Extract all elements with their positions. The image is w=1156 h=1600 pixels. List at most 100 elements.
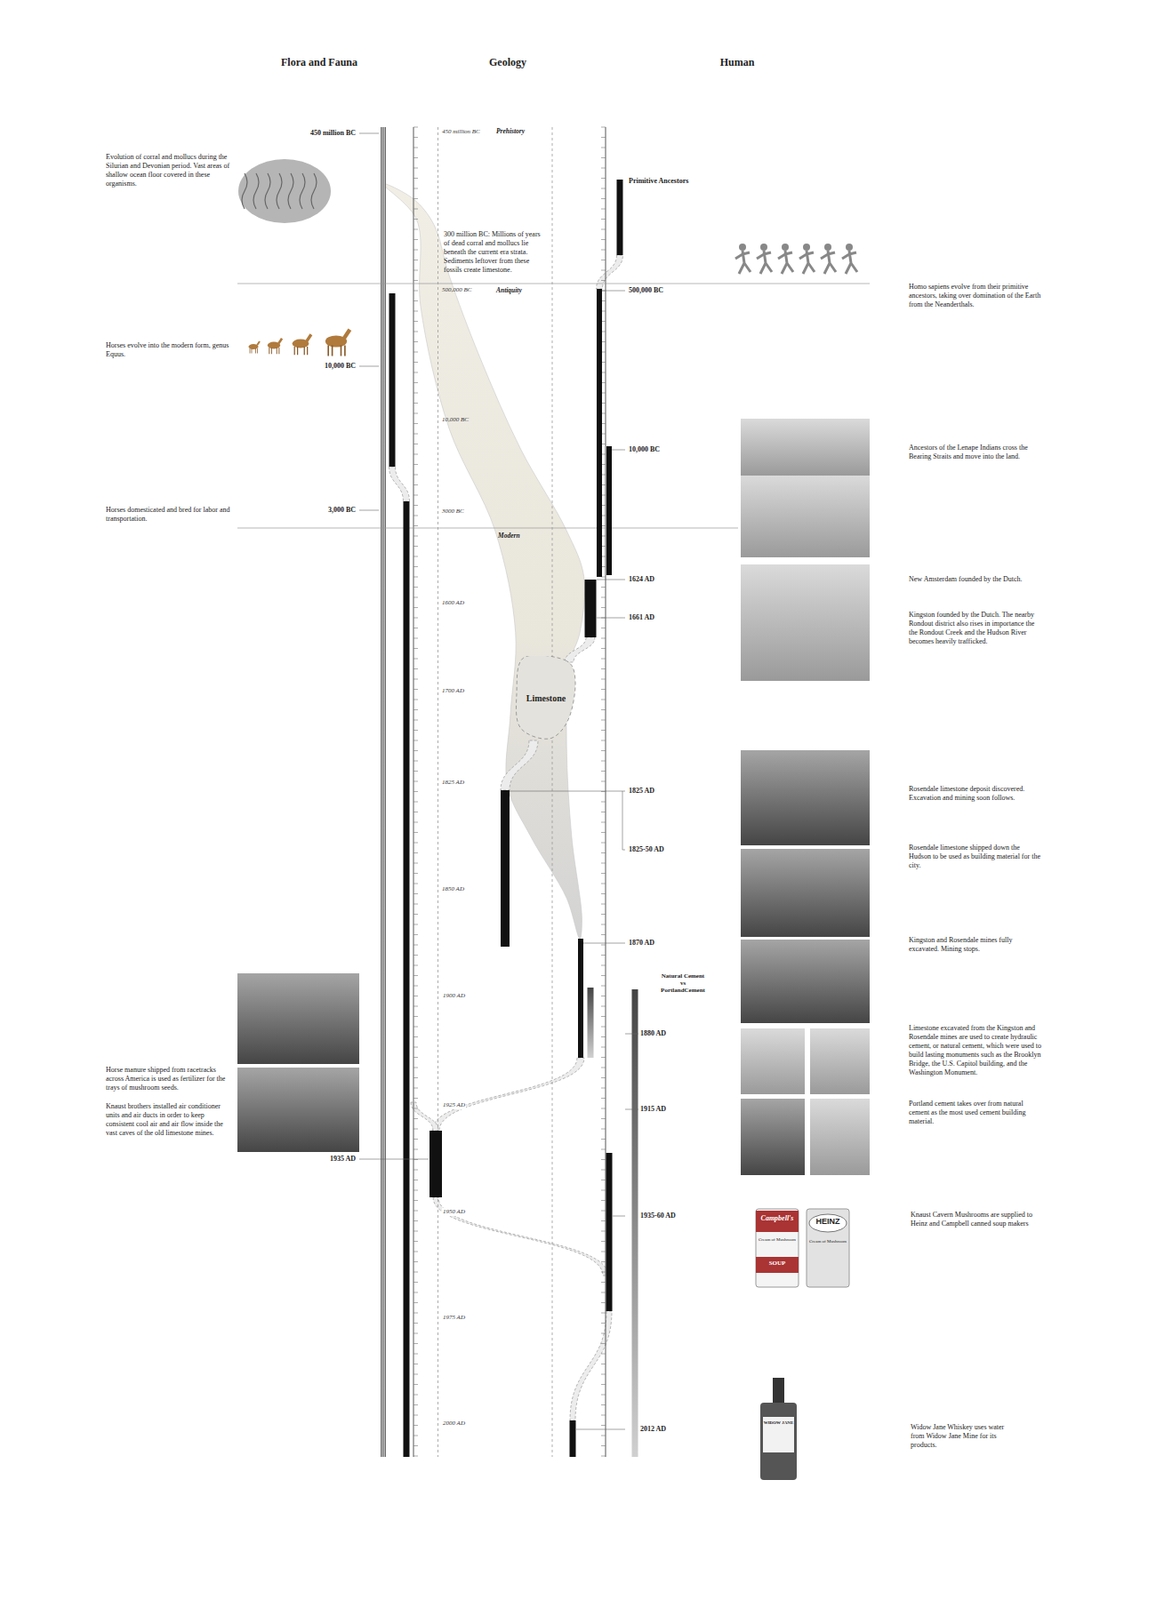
tick-mark bbox=[413, 965, 418, 967]
event-note: Rosendale limestone shipped down the Hud… bbox=[908, 843, 1043, 871]
tick-mark bbox=[413, 259, 418, 261]
whiskey-bottle bbox=[762, 1417, 795, 1454]
tick-mark bbox=[413, 1118, 418, 1120]
tick-mark bbox=[601, 934, 606, 936]
tick-mark bbox=[601, 842, 606, 844]
tick-mark bbox=[413, 311, 418, 313]
ancestor-picture bbox=[799, 250, 815, 274]
date-label: 1825-50 AD bbox=[628, 845, 665, 855]
axis-label: 10,000 BC bbox=[441, 416, 469, 425]
textured-bar bbox=[380, 127, 386, 1458]
timeline-bar bbox=[403, 501, 410, 1458]
tick-mark bbox=[601, 1211, 606, 1213]
tick-mark bbox=[413, 515, 418, 517]
coral-ridge bbox=[264, 173, 271, 209]
tick-mark bbox=[413, 607, 418, 609]
tick-mark bbox=[601, 249, 606, 251]
tick-mark bbox=[413, 699, 418, 701]
tick-mark bbox=[413, 1180, 418, 1181]
tick-mark bbox=[413, 505, 418, 506]
tick-mark bbox=[601, 1077, 606, 1079]
tick-mark bbox=[413, 924, 418, 926]
tick-mark bbox=[413, 443, 418, 445]
tick-mark bbox=[413, 566, 418, 568]
tick-mark bbox=[601, 679, 606, 681]
tick-mark bbox=[601, 1170, 606, 1172]
horse-picture bbox=[304, 346, 306, 355]
timeline-bar bbox=[596, 289, 603, 578]
column-heading: Flora and Fauna bbox=[248, 56, 391, 70]
photo bbox=[740, 564, 870, 682]
can-brand: Campbell's bbox=[755, 1214, 799, 1224]
tick-mark bbox=[413, 1261, 418, 1263]
photo bbox=[740, 475, 870, 558]
geology-note: 300 million BC: Millions of years of dea… bbox=[443, 230, 542, 275]
timeline-bar bbox=[578, 939, 584, 1059]
tick-mark bbox=[413, 1139, 418, 1140]
tick-mark bbox=[601, 720, 606, 722]
event-note: Knaust brothers installed air conditione… bbox=[105, 1102, 231, 1139]
date-label: 3,000 BC bbox=[328, 505, 356, 515]
tick-mark bbox=[601, 986, 606, 988]
tick-mark bbox=[413, 1200, 418, 1202]
era-label: Modern bbox=[497, 531, 521, 540]
tick-mark bbox=[413, 586, 418, 588]
tick-mark bbox=[601, 1313, 606, 1315]
axis-label: 1900 AD bbox=[441, 992, 466, 1001]
tick-mark bbox=[601, 1067, 606, 1069]
date-label: 1915 AD bbox=[640, 1105, 667, 1115]
date-label: 1624 AD bbox=[628, 575, 655, 585]
date-label: 10,000 BC bbox=[324, 361, 356, 371]
tick-mark bbox=[413, 618, 418, 619]
tick-mark bbox=[601, 1159, 606, 1161]
tick-mark bbox=[601, 658, 606, 660]
tick-mark bbox=[601, 1129, 606, 1131]
tick-mark bbox=[601, 852, 606, 854]
timeline-bar bbox=[587, 987, 595, 1059]
tick-mark bbox=[413, 372, 418, 374]
tick-mark bbox=[413, 1016, 418, 1018]
axis-label: 1975 AD bbox=[441, 1314, 466, 1323]
tick-mark bbox=[413, 1036, 418, 1038]
horse-picture bbox=[297, 346, 298, 355]
tick-mark bbox=[413, 1384, 418, 1386]
ancestor-picture bbox=[781, 243, 789, 251]
timeline-bar bbox=[500, 790, 510, 948]
ancestor-picture bbox=[760, 243, 768, 251]
tick-mark bbox=[601, 811, 606, 813]
tick-mark bbox=[601, 1374, 606, 1376]
tick-mark bbox=[601, 586, 606, 588]
event-note: Horses domesticated and bred for labor a… bbox=[105, 505, 231, 524]
tick-mark bbox=[601, 995, 606, 997]
tick-mark bbox=[413, 1436, 418, 1437]
tick-mark bbox=[413, 904, 418, 906]
axis-label: 1825 AD bbox=[441, 778, 465, 787]
tick-mark bbox=[413, 1323, 418, 1325]
tick-mark bbox=[601, 822, 606, 824]
tick-mark bbox=[413, 934, 418, 936]
tick-mark bbox=[413, 770, 418, 772]
tick-mark bbox=[601, 1057, 606, 1059]
tick-mark bbox=[601, 1323, 606, 1325]
axis-label: 2000 AD bbox=[441, 1420, 466, 1429]
tick-mark bbox=[413, 883, 418, 885]
tick-mark bbox=[413, 402, 418, 404]
tick-mark bbox=[601, 229, 606, 231]
tick-mark bbox=[601, 1425, 606, 1427]
comparison-label: Natural Cement vs PortlandCement bbox=[658, 972, 708, 995]
tick-mark bbox=[413, 842, 418, 844]
event-note: Kingston founded by the Dutch. The nearb… bbox=[908, 610, 1043, 647]
tick-mark bbox=[413, 1057, 418, 1059]
tick-mark bbox=[413, 1333, 418, 1335]
tick-mark bbox=[413, 1445, 418, 1447]
tick-mark bbox=[413, 249, 418, 251]
tick-mark bbox=[413, 464, 418, 466]
tick-mark bbox=[413, 331, 418, 333]
tick-mark bbox=[601, 1404, 606, 1406]
ancestor-picture bbox=[820, 250, 836, 274]
tick-mark bbox=[601, 945, 606, 947]
axis-label: 1850 AD bbox=[441, 885, 465, 894]
tick-mark bbox=[601, 1384, 606, 1386]
leader-line bbox=[596, 579, 626, 581]
tick-mark bbox=[413, 454, 418, 456]
